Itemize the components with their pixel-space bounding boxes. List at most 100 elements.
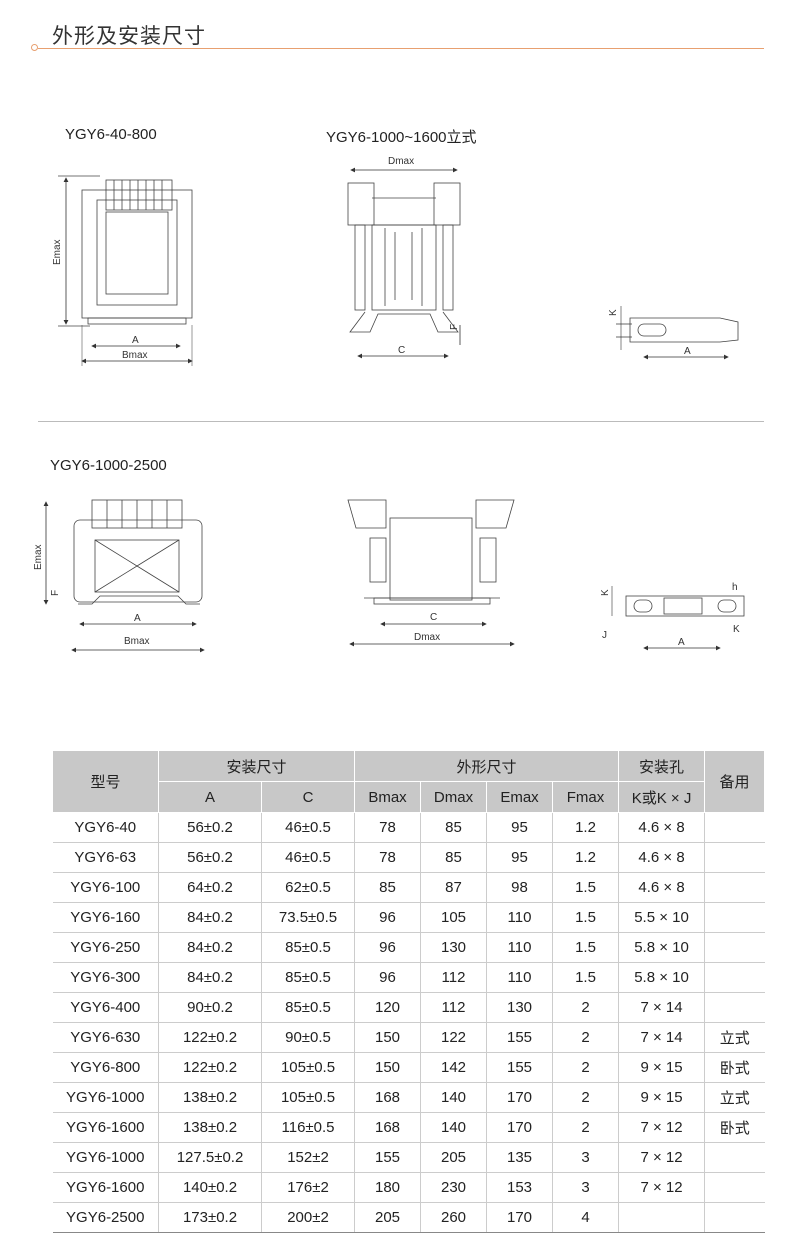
cell-dmax: 85 [420, 812, 487, 843]
cell-fmax: 1.5 [552, 872, 619, 903]
header-dmax: Dmax [420, 781, 488, 813]
dim-bmax-1: Bmax [122, 350, 148, 361]
diagram-label-3: YGY6-1000-2500 [50, 457, 167, 474]
cell-bmax: 78 [354, 812, 421, 843]
cell-c: 85±0.5 [260, 932, 355, 963]
header-outline-dims: 外形尺寸 [354, 750, 620, 782]
cell-bmax: 205 [354, 1202, 421, 1233]
cell-dmax: 230 [420, 1172, 487, 1203]
cell-hole: 9 × 15 [618, 1052, 705, 1083]
cell-remark [704, 842, 765, 873]
cell-fmax: 1.2 [552, 812, 619, 843]
cell-model: YGY6-1600 [52, 1172, 159, 1203]
cell-dmax: 105 [420, 902, 487, 933]
dim-c-4: C [430, 612, 437, 623]
cell-emax: 155 [486, 1052, 553, 1083]
cell-hole: 7 × 12 [618, 1112, 705, 1143]
cell-model: YGY6-1600 [52, 1112, 159, 1143]
cell-emax: 135 [486, 1142, 553, 1173]
cell-c: 62±0.5 [260, 872, 355, 903]
cell-bmax: 96 [354, 932, 421, 963]
cell-model: YGY6-300 [52, 962, 159, 993]
drawing-foot-detail-2 [625, 595, 745, 617]
cell-dmax: 87 [420, 872, 487, 903]
cell-bmax: 120 [354, 992, 421, 1023]
cell-emax: 95 [486, 812, 553, 843]
cell-bmax: 96 [354, 962, 421, 993]
cell-c: 116±0.5 [260, 1112, 355, 1143]
cell-c: 152±2 [260, 1142, 355, 1173]
cell-model: YGY6-400 [52, 992, 159, 1023]
dim-k-2: K [600, 589, 611, 596]
cell-a: 140±0.2 [158, 1172, 262, 1203]
cell-model: YGY6-2500 [52, 1202, 159, 1233]
dimension-drawings: Emax A Bmax Dmax C F K A [33, 156, 745, 653]
cell-emax: 110 [486, 902, 553, 933]
drawing-small-front [58, 175, 193, 327]
drawing-large-front [73, 499, 203, 605]
cell-dmax: 112 [420, 962, 487, 993]
header-fmax: Fmax [552, 781, 620, 813]
cell-bmax: 150 [354, 1022, 421, 1053]
cell-bmax: 168 [354, 1112, 421, 1143]
cell-emax: 110 [486, 932, 553, 963]
cell-bmax: 150 [354, 1052, 421, 1083]
cell-hole: 4.6 × 8 [618, 872, 705, 903]
header-bmax: Bmax [354, 781, 422, 813]
cell-remark [704, 872, 765, 903]
cell-fmax: 3 [552, 1172, 619, 1203]
cell-model: YGY6-160 [52, 902, 159, 933]
cell-a: 90±0.2 [158, 992, 262, 1023]
cell-model: YGY6-630 [52, 1022, 159, 1053]
cell-a: 56±0.2 [158, 812, 262, 843]
cell-hole: 5.8 × 10 [618, 932, 705, 963]
spec-table: 型号 安装尺寸 外形尺寸 安装孔 备用 A C Bmax Dmax Emax F… [52, 750, 766, 1233]
cell-dmax: 130 [420, 932, 487, 963]
page-title: 外形及安装尺寸 [52, 24, 206, 48]
cell-dmax: 205 [420, 1142, 487, 1173]
dim-j: J [602, 630, 607, 641]
cell-a: 138±0.2 [158, 1112, 262, 1143]
title-bullet-icon [31, 44, 38, 51]
cell-remark [704, 1172, 765, 1203]
header-hole: K或K × J [618, 781, 706, 813]
cell-hole [618, 1202, 705, 1233]
dim-dmax-4: Dmax [414, 632, 440, 643]
cell-hole: 4.6 × 8 [618, 812, 705, 843]
cell-hole: 5.5 × 10 [618, 902, 705, 933]
cell-bmax: 96 [354, 902, 421, 933]
header-a: A [158, 781, 262, 813]
cell-remark [704, 1142, 765, 1173]
cell-fmax: 1.5 [552, 962, 619, 993]
cell-bmax: 85 [354, 872, 421, 903]
dim-f-2: F [449, 324, 460, 330]
dim-bmax-3: Bmax [124, 636, 150, 647]
cell-c: 90±0.5 [260, 1022, 355, 1053]
cell-hole: 7 × 12 [618, 1172, 705, 1203]
cell-fmax: 2 [552, 1082, 619, 1113]
header-remark: 备用 [704, 750, 766, 813]
cell-dmax: 122 [420, 1022, 487, 1053]
cell-bmax: 78 [354, 842, 421, 873]
cell-emax: 170 [486, 1112, 553, 1143]
header-emax: Emax [486, 781, 554, 813]
cell-bmax: 180 [354, 1172, 421, 1203]
cell-a: 84±0.2 [158, 932, 262, 963]
cell-emax: 98 [486, 872, 553, 903]
cell-a: 122±0.2 [158, 1052, 262, 1083]
cell-remark [704, 902, 765, 933]
cell-a: 56±0.2 [158, 842, 262, 873]
cell-fmax: 1.5 [552, 902, 619, 933]
dim-a-foot-2: A [678, 637, 685, 648]
header-c: C [260, 781, 356, 813]
diagram-label-2: YGY6-1000~1600立式 [326, 129, 477, 146]
